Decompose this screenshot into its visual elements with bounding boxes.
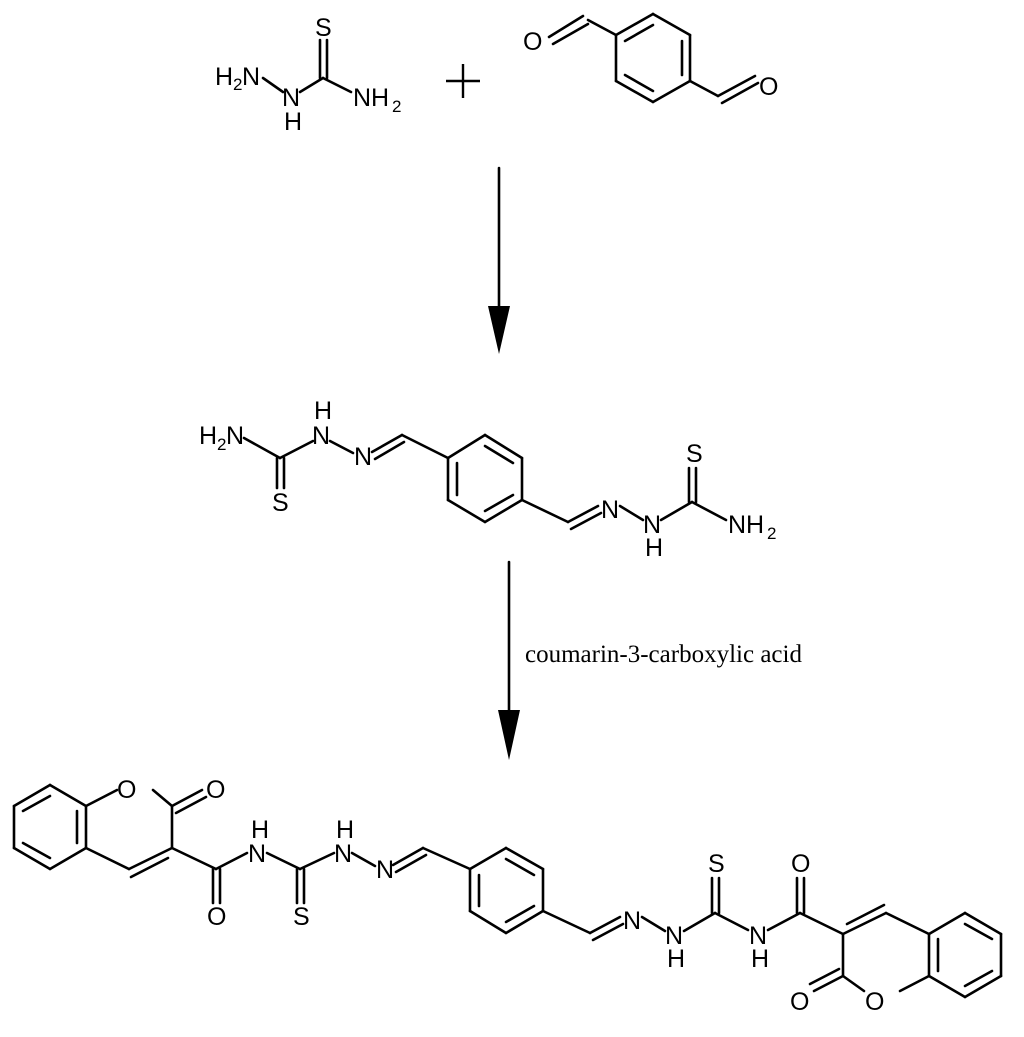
atom-h: H xyxy=(314,397,332,425)
subscript-2: 2 xyxy=(392,97,401,116)
atom-o: O xyxy=(791,850,810,878)
atom-h: H xyxy=(667,945,685,973)
atom-h: H xyxy=(284,108,302,136)
atom-h: H xyxy=(199,422,217,450)
subscript-2: 2 xyxy=(767,524,776,543)
atom-o: O xyxy=(790,988,809,1016)
atom-h: H xyxy=(336,816,354,844)
atom-n: N xyxy=(749,922,767,950)
atom-n: N xyxy=(282,84,300,112)
atom-o: O xyxy=(206,776,225,804)
atom-n: N xyxy=(248,840,266,868)
atom-n: N xyxy=(334,840,352,868)
subscript-2: 2 xyxy=(217,435,226,454)
atom-n: N xyxy=(601,496,619,524)
atom-h: H xyxy=(645,534,663,562)
atom-s: S xyxy=(272,489,289,517)
atom-h: H xyxy=(251,816,269,844)
reagent-label: coumarin-3-carboxylic acid xyxy=(525,641,802,668)
atom-s: S xyxy=(686,440,703,468)
atom-n: N xyxy=(376,856,394,884)
atom-n: N xyxy=(226,422,244,450)
reaction-arrow-2 xyxy=(498,560,520,760)
atom-h: H xyxy=(751,945,769,973)
atom-n: N xyxy=(354,443,372,471)
plus-sign xyxy=(446,64,480,98)
atom-nh: NH xyxy=(728,511,764,539)
atom-o: O xyxy=(523,28,542,56)
atom-n: N xyxy=(312,422,330,450)
terephthalaldehyde: O O xyxy=(523,12,778,105)
atom-s: S xyxy=(293,903,310,931)
subscript-2: 2 xyxy=(233,75,242,94)
bis-coumarin-product: O O O H N S H N N N N H S N H O O O xyxy=(12,776,1003,1016)
bis-thiosemicarbazone: H 2 N S H N N N N H S NH 2 xyxy=(199,397,776,562)
atom-o: O xyxy=(759,73,778,101)
atom-n: N xyxy=(665,922,683,950)
atom-s: S xyxy=(315,14,332,42)
reaction-arrow-1 xyxy=(488,166,510,354)
atom-n: N xyxy=(242,63,260,91)
atom-s: S xyxy=(708,850,725,878)
atom-o: O xyxy=(117,776,136,804)
atom-h: H xyxy=(215,63,233,91)
atom-n: N xyxy=(623,907,641,935)
atom-o: O xyxy=(207,903,226,931)
atom-n: N xyxy=(643,511,661,539)
atom-o: O xyxy=(865,988,884,1016)
thiosemicarbazide: H 2 N N H S NH 2 xyxy=(215,14,401,136)
atom-nh: NH xyxy=(353,84,389,112)
